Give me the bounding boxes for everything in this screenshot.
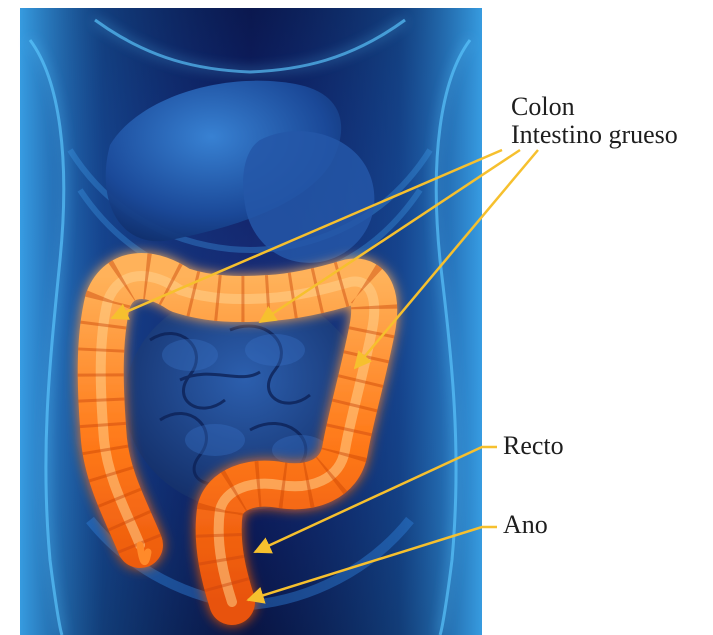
label-rectum: Recto <box>503 433 564 459</box>
label-large-intestine: Intestino grueso <box>511 122 678 148</box>
label-anus: Ano <box>503 512 548 538</box>
label-colon: Colon <box>511 94 575 120</box>
